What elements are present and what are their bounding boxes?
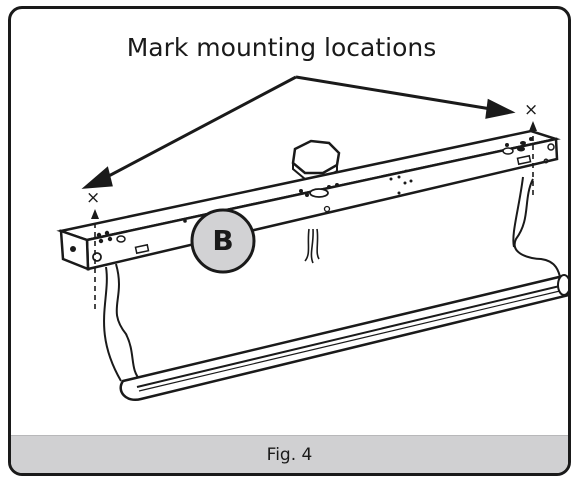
- mounting-guides: [94, 127, 534, 309]
- left-guide-arrow-icon: [91, 209, 99, 219]
- caption-bar: Fig. 4: [11, 435, 568, 473]
- left-pointer-arrow: [102, 75, 297, 181]
- light-fixture-lens: [119, 274, 568, 402]
- left-mount-mark: ×: [86, 188, 101, 208]
- callout-b: [190, 208, 256, 274]
- right-guide-arrow-icon: [529, 121, 537, 131]
- right-pointer-arrow: [295, 75, 492, 111]
- supply-wires: [304, 228, 320, 264]
- guide-arrowheads: [91, 121, 537, 219]
- left-hanger-cable: [115, 263, 142, 382]
- figure-caption: Fig. 4: [266, 444, 313, 465]
- callout-label: B: [212, 224, 234, 257]
- diagram-title: Mark mounting locations: [126, 33, 437, 62]
- right-hanger-cable: [513, 178, 562, 282]
- right-arrowhead-icon: [485, 98, 516, 119]
- right-mount-mark: ×: [524, 100, 539, 120]
- left-arrowhead-icon: [81, 166, 113, 189]
- left-hanger-cable-back: [103, 266, 122, 382]
- right-hanger-cable-back: [512, 176, 524, 248]
- pointer-arrows: [81, 75, 516, 189]
- installation-diagram: [56, 75, 568, 402]
- figure-frame: Mark mounting locations × × B Fig. 4: [8, 6, 571, 476]
